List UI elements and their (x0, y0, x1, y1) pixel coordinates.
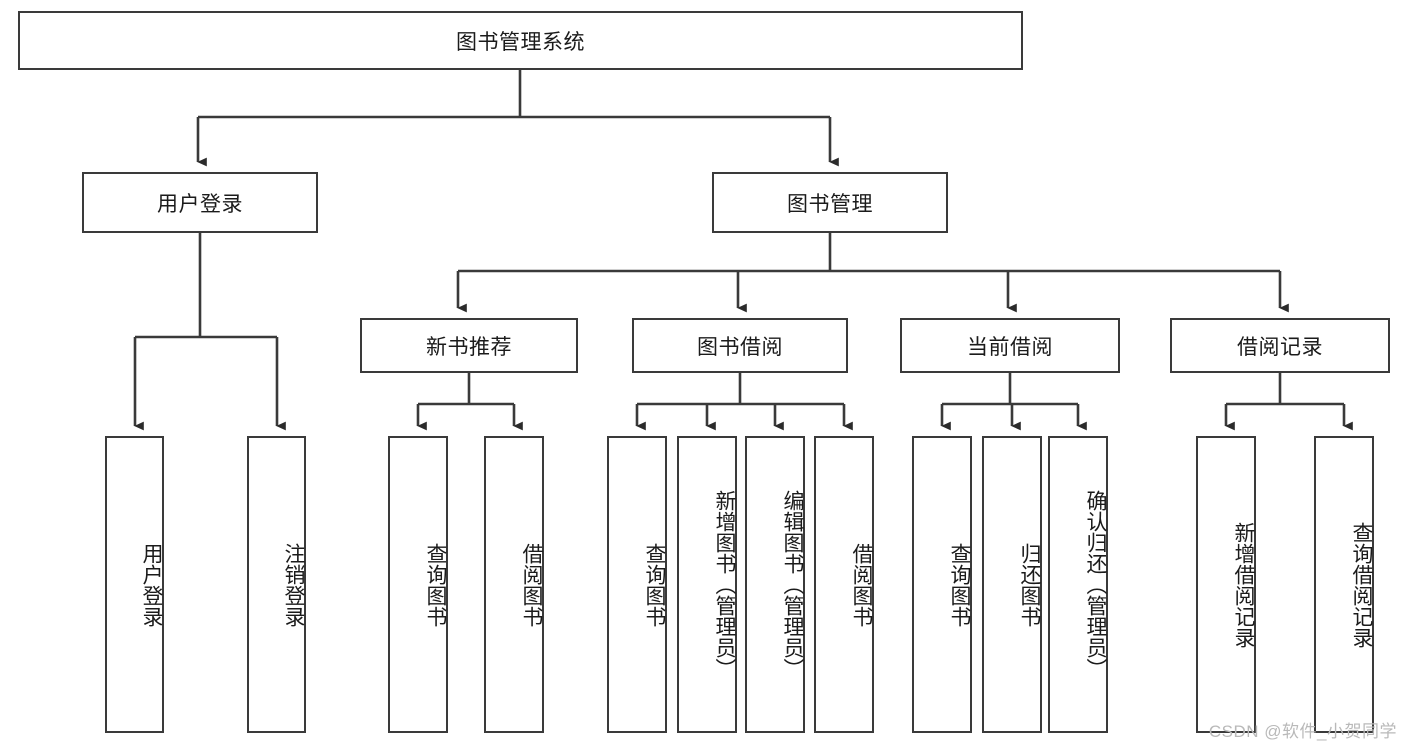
node-book-management[interactable]: 图书管理 (712, 172, 948, 233)
node-current-borrow[interactable]: 当前借阅 (900, 318, 1120, 373)
node-label: 归还图书 (1018, 542, 1041, 627)
node-label: 确认归还（管理员） (1084, 490, 1107, 679)
node-leaf-query-book-borrow[interactable]: 查询图书 (607, 436, 667, 733)
node-label: 用户登录 (140, 542, 163, 627)
node-leaf-add-book-admin[interactable]: 新增图书（管理员） (677, 436, 737, 733)
node-label: 用户登录 (157, 192, 243, 216)
node-label: 图书管理系统 (456, 30, 585, 54)
node-new-book-recommend[interactable]: 新书推荐 (360, 318, 578, 373)
node-leaf-add-borrow-record[interactable]: 新增借阅记录 (1196, 436, 1256, 733)
node-label: 借阅图书 (850, 542, 873, 627)
node-leaf-query-borrow-record[interactable]: 查询借阅记录 (1314, 436, 1374, 733)
node-leaf-query-book-current[interactable]: 查询图书 (912, 436, 972, 733)
node-label: 新增图书（管理员） (713, 490, 736, 679)
node-label: 查询借阅记录 (1350, 521, 1373, 648)
node-label: 新书推荐 (426, 335, 512, 359)
node-label: 新增借阅记录 (1232, 521, 1255, 648)
node-leaf-return-book[interactable]: 归还图书 (982, 436, 1042, 733)
node-label: 图书借阅 (697, 335, 783, 359)
node-label: 注销登录 (282, 542, 305, 627)
node-borrow-record[interactable]: 借阅记录 (1170, 318, 1390, 373)
node-user-login[interactable]: 用户登录 (82, 172, 318, 233)
node-label: 查询图书 (948, 542, 971, 627)
node-label: 借阅记录 (1237, 335, 1323, 359)
node-leaf-borrow-book[interactable]: 借阅图书 (814, 436, 874, 733)
node-label: 当前借阅 (967, 335, 1053, 359)
node-label: 查询图书 (424, 542, 447, 627)
node-root-book-management-system[interactable]: 图书管理系统 (18, 11, 1023, 70)
csdn-watermark: CSDN @软件_小贺同学 (1208, 722, 1397, 741)
node-leaf-logout[interactable]: 注销登录 (247, 436, 306, 733)
node-label: 查询图书 (643, 542, 666, 627)
node-book-borrow[interactable]: 图书借阅 (632, 318, 848, 373)
node-leaf-user-login[interactable]: 用户登录 (105, 436, 164, 733)
node-leaf-confirm-return-admin[interactable]: 确认归还（管理员） (1048, 436, 1108, 733)
node-label: 编辑图书（管理员） (781, 490, 804, 679)
node-leaf-query-book-recommend[interactable]: 查询图书 (388, 436, 448, 733)
node-label: 图书管理 (787, 192, 873, 216)
node-leaf-edit-book-admin[interactable]: 编辑图书（管理员） (745, 436, 805, 733)
node-leaf-borrow-book-recommend[interactable]: 借阅图书 (484, 436, 544, 733)
node-label: 借阅图书 (520, 542, 543, 627)
